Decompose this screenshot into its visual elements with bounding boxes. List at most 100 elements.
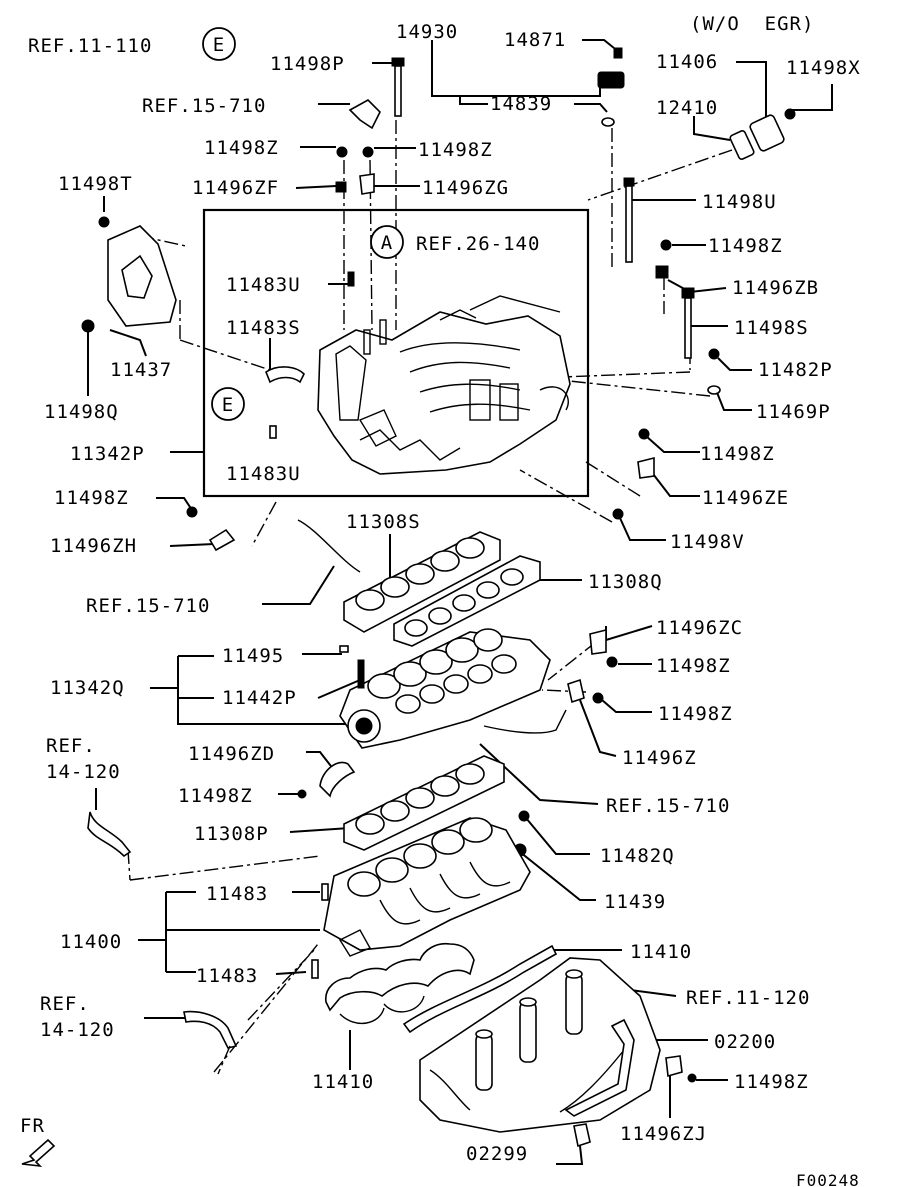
label-11483-a: 11483 [206,883,268,905]
label-11308S: 11308S [346,511,421,533]
clip-11496ZF-shape [335,181,347,193]
bracket-11437-shape [81,216,177,333]
callout-e-top-text: E [213,34,225,56]
label-11496ZD: 11496ZD [188,743,275,765]
label-11495: 11495 [222,645,284,667]
pipe-11483-a-shape [321,883,329,901]
label-ref-15-710-mid: REF.15-710 [86,595,210,617]
label-ref-14-120-b-line1: REF. [40,993,90,1015]
bolt-11498P-shape [391,57,405,117]
bolt-11498Z-d-shape [638,428,650,440]
bolt-11498Z-a-shape [336,146,348,158]
bolt-11498Z-i-shape [687,1073,697,1083]
label-11498U: 11498U [702,191,777,213]
gasket-02200-shape [564,1018,635,1117]
washer-11469P-shape [707,385,721,395]
callout-e-box-text: E [222,394,234,416]
gasket-11410-lower-shape [325,942,475,1025]
label-11498X: 11498X [786,57,861,79]
cylinder-head-ref-11-120-shape [419,957,661,1133]
label-14871: 14871 [504,29,566,51]
label-11469P: 11469P [756,401,831,423]
label-11482P: 11482P [758,359,833,381]
fr-label: FR [20,1115,45,1137]
label-11410-a: 11410 [630,941,692,963]
manifold-11400-shape [323,817,531,957]
clip-11496ZB-shape [655,265,669,279]
pipe-11483-b-shape [311,959,319,979]
label-11498Z-e: 11498Z [54,487,129,509]
hose-ref-14-120-lower-shape [183,1010,238,1049]
nut-11482P-shape [708,348,720,360]
label-11496ZJ: 11496ZJ [620,1123,707,1145]
label-11483U-bot: 11483U [226,463,301,485]
label-11498Z-g: 11498Z [658,703,733,725]
label-11406: 11406 [656,51,718,73]
label-11400: 11400 [60,931,122,953]
bolt-11498V-shape [612,508,624,520]
gasket-11410-upper-shape [402,944,558,1034]
bolt-11498Z-g-shape [592,692,604,704]
label-11498Z-i: 11498Z [734,1071,809,1093]
label-11496Z: 11496Z [622,747,697,769]
nut-11482Q-shape [518,810,530,822]
label-11498S: 11498S [734,317,809,339]
label-11496ZB: 11496ZB [732,277,819,299]
hose-ref-15-710-low-shape [483,709,567,734]
bolt-11498Z-e-shape [186,506,198,518]
bolt-11498Z-h-shape [297,789,307,799]
hose-ref-14-120-upper-shape [87,811,132,858]
figure-id: F00248 [796,1171,860,1187]
label-11496ZE: 11496ZE [702,487,789,509]
label-11342P: 11342P [70,443,145,465]
hose-ref-15-710-mid-shape [297,519,361,573]
label-11496ZH: 11496ZH [50,535,137,557]
parts [81,47,796,1148]
label-ref-26-140: REF.26-140 [416,233,540,255]
label-14839: 14839 [490,93,552,115]
label-11442P: 11442P [222,687,297,709]
callout-a-text: A [381,232,393,254]
clip-11496ZE-shape [637,456,655,479]
part-labels: REF.11-110 14930 14871 (W/O EGR) 11498P … [28,13,861,1187]
bolt-11498Z-c-shape [660,239,672,251]
label-11498Z-a: 11498Z [204,137,279,159]
callout-a: A [370,225,404,259]
upper-manifold-11342P-shape [317,295,571,475]
pipe-11483U-bot-shape [269,425,277,439]
label-11308P: 11308P [194,823,269,845]
gasket-11308S-shape [343,531,501,633]
label-11483-b: 11483 [196,965,258,987]
bolt-11498U-shape [623,177,635,263]
label-11498P: 11498P [270,53,345,75]
oring-14839-shape [601,117,615,127]
label-11496ZC: 11496ZC [656,617,743,639]
clip-11496ZC-shape [589,628,607,655]
label-11498T: 11498T [58,173,133,195]
gasket-11308Q-shape [393,555,541,647]
label-ref-14-120-a-line2: 14-120 [46,761,121,783]
clip-11496Z-shape [567,678,585,704]
label-11498Z-h: 11498Z [178,785,253,807]
bolt-11498S-shape [681,287,695,359]
label-11498Z-d: 11498Z [700,443,775,465]
label-14930: 14930 [396,21,458,43]
label-ref-11-120: REF.11-120 [686,987,810,1009]
clip-11496ZH-shape [208,528,236,552]
label-ref-15-710-low: REF.15-710 [606,795,730,817]
bracket-ref-15-710-shape [348,99,381,130]
gasket-11308P-shape [343,755,505,851]
clip-11496ZG-shape [359,173,375,195]
label-11483U-top: 11483U [226,274,301,296]
label-11437: 11437 [110,359,172,381]
label-11496ZG: 11496ZG [422,177,509,199]
pipe-11483U-top-shape [347,271,355,287]
callout-e-box: E [211,387,245,421]
hose-11483S-shape [265,366,305,384]
label-02200: 02200 [714,1031,776,1053]
label-11498V: 11498V [670,531,745,553]
label-11482Q: 11482Q [600,845,675,867]
label-11342Q: 11342Q [50,677,125,699]
label-11410-b: 11410 [312,1071,374,1093]
